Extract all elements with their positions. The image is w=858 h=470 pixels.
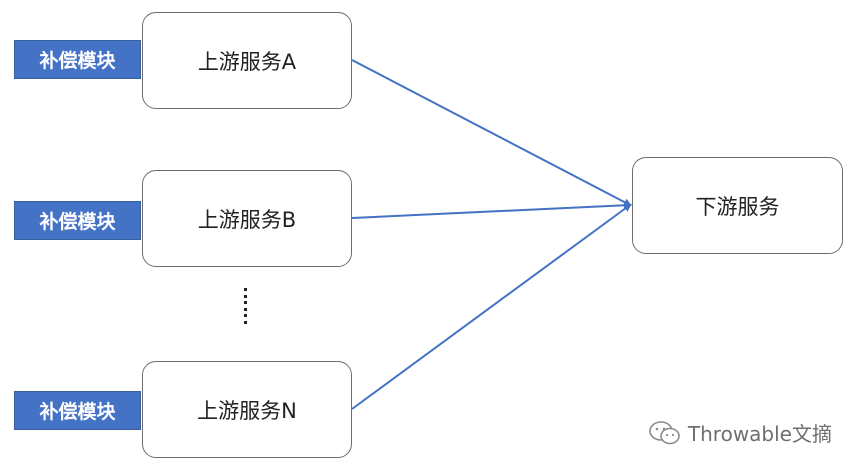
arrow-b-to-downstream [351, 201, 632, 219]
compensation-module-tag-b: 补偿模块 [14, 201, 141, 240]
arrow-n-to-downstream [351, 203, 632, 410]
downstream-service-label: 下游服务 [695, 194, 780, 219]
upstream-service-a-node: 上游服务A [142, 12, 352, 109]
upstream-service-n-node: 上游服务N [142, 361, 352, 458]
watermark: Throwable文摘 [648, 418, 832, 447]
upstream-service-b-node: 上游服务B [142, 170, 352, 267]
upstream-service-b-label: 上游服务B [197, 207, 297, 232]
upstream-service-a-label: 上游服务A [197, 49, 297, 74]
upstream-service-n-label: 上游服务N [197, 398, 297, 423]
wechat-icon [649, 420, 680, 444]
compensation-module-tag-n: 补偿模块 [14, 391, 141, 430]
compensation-module-tag-a: 补偿模块 [14, 40, 141, 79]
downstream-service-node: 下游服务 [632, 157, 843, 254]
compensation-module-label: 补偿模块 [39, 50, 116, 72]
watermark-text: Throwable文摘 [687, 422, 832, 446]
vertical-ellipsis [244, 288, 248, 327]
compensation-module-label: 补偿模块 [39, 401, 116, 423]
compensation-module-label: 补偿模块 [39, 211, 116, 233]
arrow-a-to-downstream [351, 59, 632, 206]
